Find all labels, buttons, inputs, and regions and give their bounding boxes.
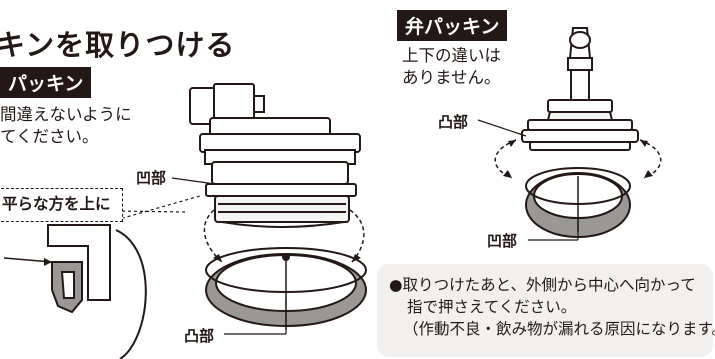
valve-gasket-illustration [525,167,631,238]
protrusion-label-valve: 凸部 [438,113,469,131]
caution-line: （作動不良・飲み物が漏れる原因になります。） [403,320,715,338]
valve-packing-note: 上下の違いは ありません。 [402,45,501,89]
valve-note-line: ありません。 [402,68,501,87]
packing-note-line: てください。 [0,127,99,146]
flat-side-callout: 平らな方を上に [0,188,123,222]
mount-arrows-main [203,209,365,263]
packing-note-line: 間違えないように [0,105,132,124]
valve-note-line: 上下の違いは [402,46,501,65]
large-gasket-illustration [205,247,367,330]
valve-illustration [521,27,639,151]
protrusion-label-main: 凸部 [184,327,215,345]
caution-note-box: ●取りつけたあと、外側から中心へ向かって 指で押さえてください。 （作動不良・飲… [377,264,715,357]
packing-note: 間違えないように てください。 [0,104,132,148]
caution-line: ●取りつけたあと、外側から中心へ向かって [389,276,696,294]
magnified-detail-illustration [3,195,201,359]
valve-packing-tag: 弁パッキン [397,10,508,41]
recess-label-main: 凹部 [136,169,167,187]
caution-line: 指で押さえてください。 [407,298,577,316]
packing-tag: パッキン [0,67,92,98]
recess-label-valve: 凹部 [487,232,518,250]
lid-assembly-illustration [189,83,361,228]
section-heading: キンを取りつける [0,28,236,62]
